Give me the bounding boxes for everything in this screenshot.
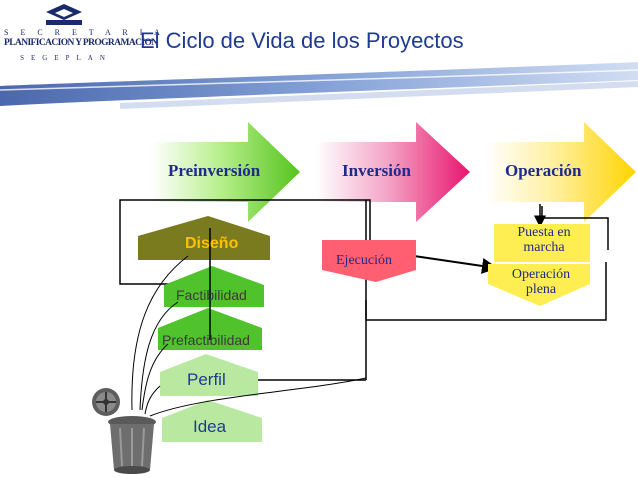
step-label-puesta-en-marcha: Puesta en marcha (517, 225, 571, 255)
phase-label-operacion: Operación (505, 161, 582, 180)
step-label-ejecucion: Ejecución (336, 253, 392, 268)
trash-can-icon (108, 416, 156, 474)
preinversion-phase-arrow (152, 122, 300, 222)
header-banner (0, 62, 638, 109)
film-reel-icon (92, 388, 120, 416)
phase-label-preinversion: Preinversión (168, 161, 261, 180)
step-label-diseno: Diseño (185, 235, 239, 252)
feedback-line-5 (149, 377, 367, 417)
logo-text-line1: S E C R E T A R I A (4, 28, 165, 37)
step-label-operacion-plena: Operación plena (511, 267, 571, 297)
logo-emblem-icon (46, 4, 82, 25)
puesta-en-marcha-step-shape (494, 224, 590, 262)
diseno-step-arrow (138, 216, 270, 260)
step-label-idea: Idea (193, 417, 227, 436)
factibilidad-step-arrow (164, 266, 264, 307)
slide-title: El Ciclo de Vida de los Proyectos (140, 28, 464, 53)
ejecucion-to-operacion-arrow (413, 255, 498, 274)
operacion-bracket (541, 206, 609, 250)
ejecucion-step-arrow (322, 240, 416, 282)
logo-text-line3: SEGEPLAN (20, 54, 112, 62)
feedback-line-1 (131, 255, 189, 411)
feedback-line-3 (141, 343, 169, 411)
idea-step-arrow (162, 400, 262, 442)
slide-header: S E C R E T A R I A PLANIFICACION Y PROG… (0, 0, 638, 110)
preinversion-bracket (119, 199, 371, 285)
logo-text-line2: PLANIFICACION Y PROGRAMACION (4, 38, 158, 48)
feedback-line-4 (144, 385, 161, 415)
inversion-phase-arrow (316, 122, 470, 222)
operacion-phase-arrow (486, 122, 636, 222)
step-label-factibilidad: Factibilidad (176, 287, 247, 303)
operacion-plena-step-arrow (488, 264, 590, 306)
step-label-prefactibilidad: Prefactibilidad (162, 332, 250, 348)
phase-label-inversion: Inversión (342, 161, 411, 180)
segeplan-logo: S E C R E T A R I A PLANIFICACION Y PROG… (0, 0, 165, 72)
feedback-line-2 (139, 301, 179, 411)
perfil-step-arrow (160, 354, 258, 396)
step-label-perfil: Perfil (187, 370, 226, 389)
